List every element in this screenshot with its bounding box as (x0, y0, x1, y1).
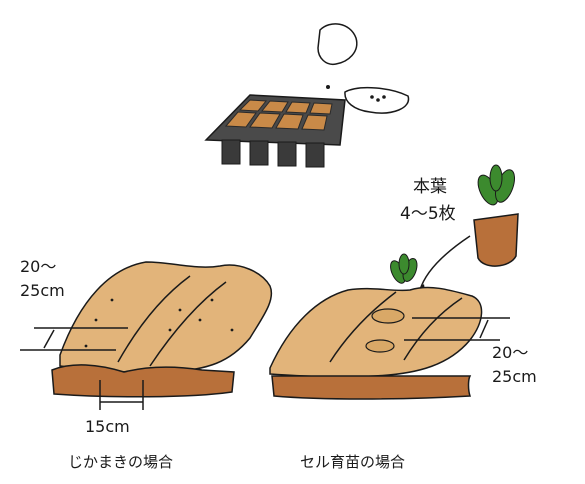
true-leaves-label-line2: 4～5枚 (400, 204, 456, 224)
planting-rows-right (329, 291, 463, 363)
transplanted-seedling (390, 253, 418, 284)
seedling-leaves (477, 164, 516, 206)
hand-upper (317, 23, 358, 66)
transplant-arrow (419, 235, 471, 291)
sowing-rows-left (117, 275, 227, 367)
caption-direct-sowing: じかまきの場合 (68, 453, 173, 471)
seeds-in-hand (370, 95, 386, 102)
row-spacing-left-line1: 20～ (20, 257, 56, 276)
seedbed-top-right (269, 286, 483, 378)
cell-tray-illustration (204, 23, 410, 168)
cell-tray-pots (221, 139, 325, 168)
planting-holes-right (365, 308, 405, 353)
row-spacing-right-line2: 25cm (492, 367, 537, 386)
row-spacing-right-line1: 20～ (492, 343, 528, 362)
dimension-row-width (99, 380, 144, 410)
seedbed-top-left (59, 261, 273, 374)
row-spacing-left-line2: 25cm (20, 281, 65, 300)
root-ball (473, 213, 519, 267)
cell-tray-wells (224, 99, 333, 131)
caption-cell-seedling: セル育苗の場合 (300, 453, 405, 471)
true-leaves-label-line1: 本葉 (413, 177, 447, 197)
soil-dots-left (84, 298, 234, 348)
seedbed-section-right (271, 375, 472, 400)
seedbed-cell-seedling: 20～ 25cm セル育苗の場合 (269, 253, 537, 471)
row-width-label: 15cm (85, 417, 130, 436)
falling-seed (326, 85, 330, 89)
dimension-row-spacing-right (404, 317, 510, 341)
dimension-row-spacing-left (20, 327, 128, 351)
seedbed-direct-sowing: 20～ 25cm 15cm じかまきの場合 (20, 257, 273, 471)
seedling-plug: 本葉 4～5枚 (400, 164, 519, 298)
